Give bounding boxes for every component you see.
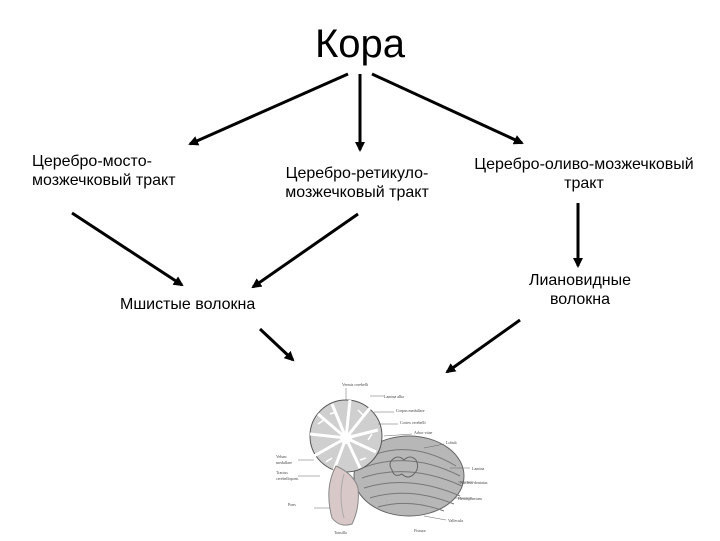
- svg-text:Lamina: Lamina: [472, 466, 484, 471]
- cerebellum-illustration: Vermis cerebelli Lamina alba Corpus medu…: [274, 378, 490, 536]
- dentate-nucleus: [389, 456, 419, 478]
- arrow-ponto-to-mossy: [71, 211, 184, 287]
- arrow-reticulo-to-mossy: [251, 212, 359, 289]
- svg-text:medullare: medullare: [276, 460, 292, 465]
- brainstem: [328, 465, 359, 526]
- svg-text:Lamina alba: Lamina alba: [384, 394, 404, 399]
- arrow-cortex-to-ponto: [188, 72, 349, 146]
- node-climbing-fibers: Лиановидные волокна: [528, 272, 632, 308]
- diagram-title: Кора: [314, 22, 406, 66]
- svg-text:Fissura: Fissura: [414, 528, 426, 533]
- svg-text:cerebellopont.: cerebellopont.: [276, 476, 299, 481]
- svg-text:Vallecula: Vallecula: [448, 518, 463, 523]
- svg-text:Pons: Pons: [288, 502, 296, 507]
- arrow-climbing-to-cerebellum: [445, 318, 521, 374]
- svg-text:Lobuli: Lobuli: [446, 440, 458, 445]
- svg-text:Arbor vitae: Arbor vitae: [414, 430, 433, 435]
- svg-text:Hemispherium: Hemispherium: [458, 496, 483, 501]
- arrow-mossy-to-cerebellum: [258, 327, 295, 362]
- svg-text:Nucleus dentatus: Nucleus dentatus: [460, 480, 488, 485]
- svg-text:Tractus: Tractus: [276, 470, 288, 475]
- cerebellar-hemisphere: [353, 435, 465, 517]
- arrow-cortex-to-olivo: [371, 72, 524, 145]
- svg-text:Velum: Velum: [276, 454, 287, 459]
- node-cerebro-ponto-cerebellar-tract: Церебро-мосто- мозжечковый тракт: [32, 153, 176, 189]
- node-cerebro-olivo-cerebellar-tract: Церебро-оливо-мозжечковый тракт: [474, 156, 694, 192]
- svg-text:Cortex cerebelli: Cortex cerebelli: [400, 420, 427, 425]
- node-cerebro-reticulo-cerebellar-tract: Церебро-ретикуло- мозжечковый тракт: [285, 165, 429, 201]
- svg-text:Tonsilla: Tonsilla: [334, 530, 347, 535]
- node-mossy-fibers: Мшистые волокна: [120, 296, 256, 313]
- cerebellum-drawing: Vermis cerebelli Lamina alba Corpus medu…: [274, 378, 490, 536]
- svg-text:Corpus medullare: Corpus medullare: [396, 408, 425, 413]
- arbor-vitae: [309, 399, 383, 473]
- svg-text:Vermis cerebelli: Vermis cerebelli: [342, 382, 369, 387]
